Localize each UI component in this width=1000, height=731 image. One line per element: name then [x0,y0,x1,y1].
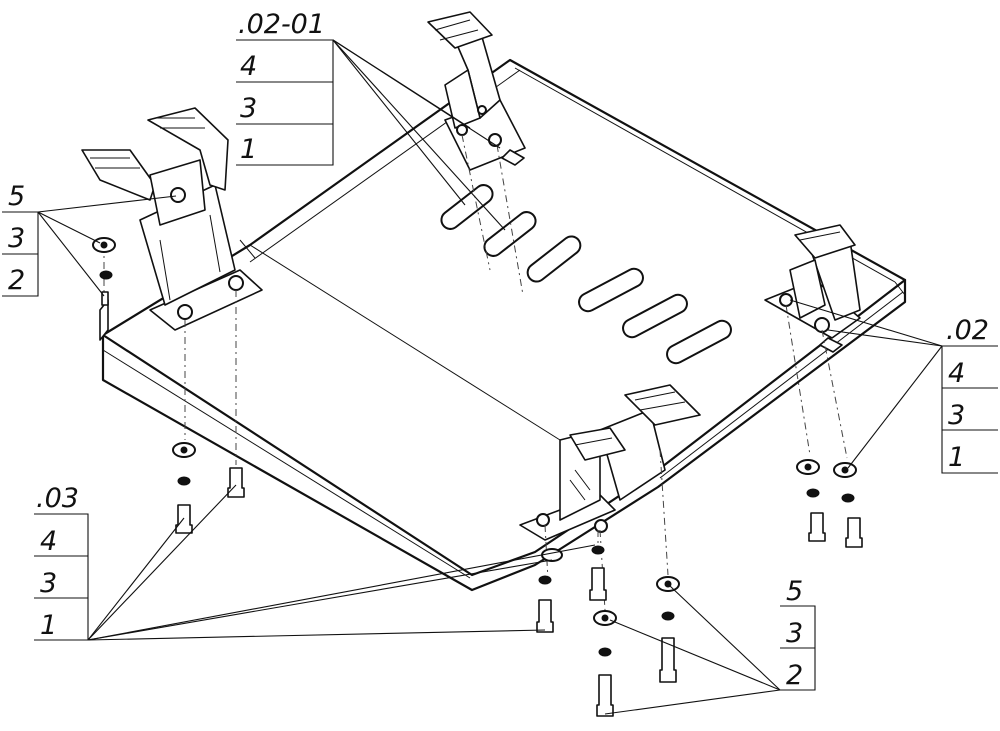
callout-bottom-row-2: 2 [786,660,803,691]
callout-02-row-3: 3 [948,400,965,431]
callout-left-row-2: 2 [8,265,25,296]
bolt-icon [808,512,826,542]
nut-icon [591,545,605,555]
callout-02-01-title: .02-01 [238,9,325,40]
callout-02: .02 4 3 1 [941,315,998,474]
nut-icon [538,575,552,585]
callout-02-01: .02-01 4 3 1 [236,9,334,166]
callout-02-row-4: 4 [948,358,965,389]
nut-icon [598,647,612,657]
ventilation-slots [440,184,732,365]
nut-icon [841,493,855,503]
bolt-icon [659,637,677,683]
washer-icon [541,548,563,562]
callout-03: .03 4 3 1 [34,483,89,641]
leader-lines [37,39,943,715]
assembly-axis-lines [103,134,848,611]
callout-bottom-row-3: 3 [786,618,803,649]
callout-02-01-row-3: 3 [240,93,257,124]
callout-left-row-5: 5 [8,181,25,212]
slot-6 [666,319,732,365]
bolt-icon [845,517,863,548]
bolt-icon [589,567,607,601]
callout-02-01-row-4: 4 [240,51,257,82]
bolt-icon [536,599,554,633]
callout-03-row-4: 4 [40,526,57,557]
nut-icon [99,270,113,280]
callout-left-row-3: 3 [8,223,25,254]
bracket-left [81,107,263,341]
nut-icon [806,488,820,498]
skid-plate [101,58,907,592]
bolt-icon [227,467,245,498]
callout-02-01-row-1: 1 [240,134,257,165]
callout-bottom-row-5: 5 [786,576,803,607]
callout-02-title: .02 [946,315,989,346]
callout-03-row-3: 3 [40,568,57,599]
callout-5-3-2-left: 5 3 2 [2,181,39,297]
bolt-icon [596,674,614,717]
slot-3 [526,235,582,283]
bracket-bottom-center [519,384,701,541]
bolt-icon [175,504,193,534]
bracket-top-center [427,11,526,171]
slot-4 [578,267,644,313]
nut-icon [661,611,675,621]
callout-03-row-1: 1 [40,610,57,641]
callout-03-title: .03 [36,483,79,514]
nut-icon [177,476,191,486]
slot-5 [622,293,688,339]
callout-02-row-1: 1 [948,442,965,473]
callout-5-3-2-bottom: 5 3 2 [780,576,816,691]
